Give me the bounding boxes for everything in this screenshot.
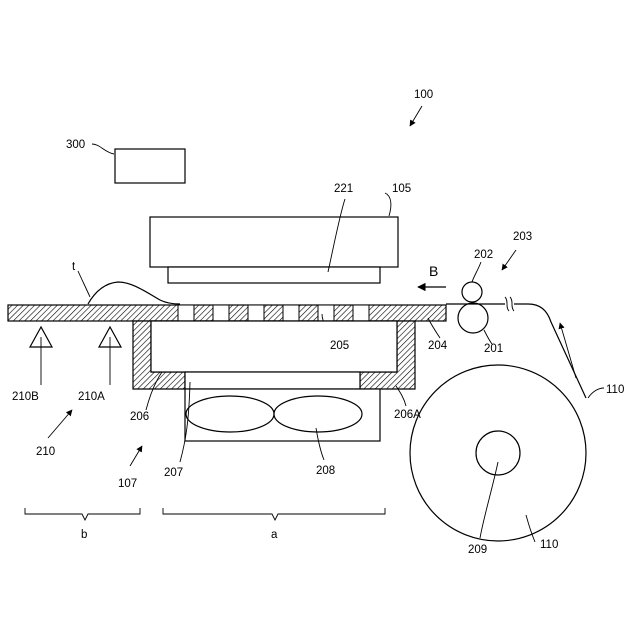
label-203: 203 [513, 231, 532, 243]
chamber-inner [151, 321, 397, 372]
brace-b [25, 508, 140, 520]
label-202: 202 [474, 249, 493, 261]
label-210: 210 [36, 446, 55, 458]
label-B: B [429, 263, 438, 279]
leader-110-top [588, 388, 604, 398]
platen-slot [318, 305, 334, 321]
label-110-top: 110 [606, 384, 624, 396]
label-209: 209 [468, 544, 487, 556]
platen-slot [178, 305, 194, 321]
pinch-roller-202 [462, 282, 482, 302]
label-208: 208 [316, 465, 335, 477]
head-lower-box [168, 267, 380, 283]
chamber-opening [185, 372, 360, 389]
feed-roller-201 [458, 303, 488, 333]
label-210A: 210A [78, 391, 105, 403]
brace-a [163, 508, 385, 520]
label-b: b [81, 529, 87, 541]
arrow-feed-direction [560, 323, 576, 378]
roll-core [476, 431, 520, 475]
label-110-bottom: 110 [540, 539, 558, 551]
arrow-100 [410, 106, 422, 126]
sheet-break-mark [505, 297, 514, 311]
label-204: 204 [428, 340, 448, 352]
arrow-107 [130, 446, 142, 466]
platen-slot [213, 305, 229, 321]
arrow-203 [502, 250, 516, 270]
label-206A: 206A [394, 409, 421, 421]
label-107: 107 [118, 478, 137, 490]
sheet-bump [88, 282, 180, 304]
label-221: 221 [334, 183, 353, 195]
leader-t [78, 271, 90, 297]
head-unit-box [150, 217, 398, 267]
leader-105 [385, 193, 391, 216]
label-a: a [271, 529, 278, 541]
arrow-210 [48, 410, 72, 438]
platen-slot [283, 305, 299, 321]
label-100: 100 [414, 89, 433, 101]
leader-202 [472, 262, 481, 282]
label-207: 207 [164, 467, 183, 479]
label-t: t [72, 261, 76, 273]
label-206: 206 [130, 411, 149, 423]
label-201: 201 [484, 343, 503, 355]
leader-300 [92, 144, 114, 154]
leader-201 [484, 330, 492, 344]
label-300: 300 [66, 139, 85, 151]
controller-box [115, 149, 185, 183]
label-105: 105 [392, 183, 411, 195]
platen-slot [248, 305, 264, 321]
label-210B: 210B [12, 391, 39, 403]
platen-slot [353, 305, 369, 321]
label-205: 205 [330, 340, 349, 352]
